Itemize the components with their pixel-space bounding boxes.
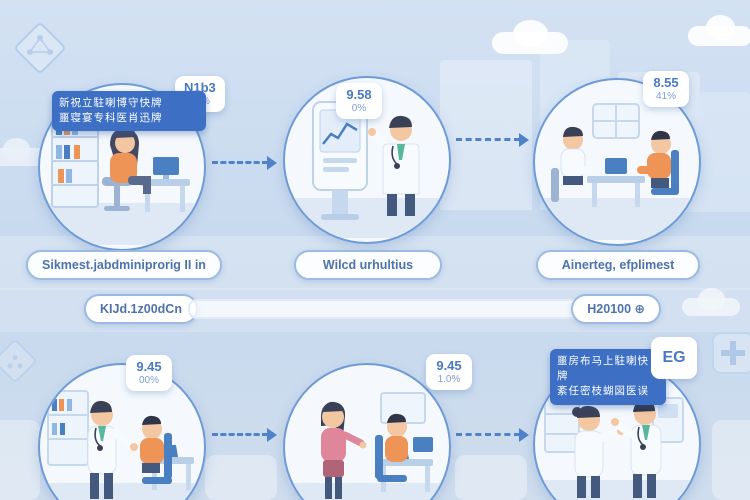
background-furniture	[712, 420, 750, 500]
timeline-track	[187, 299, 582, 319]
step-label-2: Wilcd urhultius	[294, 250, 442, 280]
illustration-two-doctors-discussing	[535, 393, 695, 500]
medical-cross-icon	[712, 332, 750, 374]
sign-board: 新祝立駐喇博守快牌 噩寝宴专科医肖迅牌	[52, 91, 206, 132]
sign-line: 新祝立駐喇博守快牌	[59, 97, 163, 109]
illustration-woman-standing-man-computer	[285, 392, 445, 500]
sign-line: 紊任密枝蝴図医误	[557, 385, 649, 398]
timeline-bar: KIJd.1z00dCn H20100 ⊕	[84, 294, 661, 324]
stat-badge: 9.45 00%	[126, 355, 172, 391]
sign-line: 噩房布马上駐喇快牌	[557, 355, 649, 383]
background-furniture	[0, 420, 40, 500]
stat-badge: 9.45 1.0%	[426, 354, 472, 390]
background-furniture	[205, 455, 277, 500]
illustration-doctor-talking-seated-patient	[40, 390, 200, 500]
network-diamond-icon	[0, 340, 36, 382]
flow-arrow-right	[456, 133, 529, 147]
badge-sub: 41%	[655, 90, 676, 102]
step-label-1: Sikmest.jabdminiprorig II in	[26, 250, 222, 280]
badge-sub: 1.0%	[437, 373, 461, 385]
stat-badge: 8.55 41%	[643, 71, 689, 107]
flow-arrow-right	[212, 156, 277, 170]
cloud	[688, 15, 750, 46]
badge-value: 9.45	[136, 359, 162, 374]
sign-line: 噩寝宴专科医肖迅牌	[59, 112, 163, 125]
step-circle-4	[38, 363, 206, 500]
background-building	[700, 92, 750, 212]
badge-value: 8.55	[653, 75, 679, 90]
step-label-3: Ainerteg, efplimest	[536, 250, 700, 280]
timeline-right-label: H20100 ⊕	[571, 294, 661, 324]
stat-badge: 9.58 0%	[336, 83, 382, 119]
network-diamond-icon	[15, 23, 65, 73]
badge-sub: 0%	[351, 102, 367, 114]
background-building	[440, 60, 532, 210]
timeline-left-label: KIJd.1z00dCn	[84, 294, 198, 324]
corner-badge: EG	[651, 337, 697, 379]
cloud	[682, 288, 740, 316]
flow-arrow-right	[212, 428, 277, 442]
badge-sub: 00%	[138, 374, 159, 386]
illustration-patient-sitting-bookshelf	[40, 112, 200, 245]
cloud	[492, 19, 568, 54]
badge-value: 9.45	[436, 358, 462, 373]
background-furniture	[455, 455, 527, 500]
badge-value: 9.58	[346, 87, 372, 102]
sign-board: 噩房布马上駐喇快牌 紊任密枝蝴図医误	[550, 349, 666, 405]
step-circle-5	[283, 363, 451, 500]
cloud	[0, 138, 46, 166]
flow-arrow-right	[456, 428, 529, 442]
